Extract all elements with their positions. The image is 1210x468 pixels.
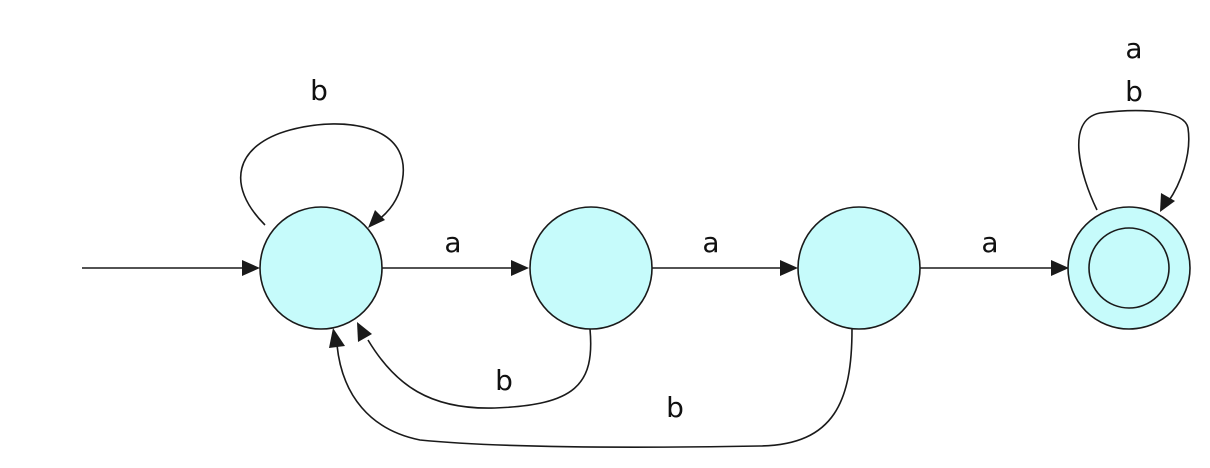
arrowhead-self-loop-s1 (368, 210, 385, 228)
arrowhead-s1-s2 (511, 260, 529, 276)
label-s4-self-1: a (1125, 32, 1142, 65)
state-4-accepting-ring (1088, 227, 1170, 309)
label-s2-s1: b (495, 364, 513, 397)
label-s2-s3: a (702, 226, 719, 259)
edge-s2-s1 (367, 328, 592, 409)
label-s1-s2: a (444, 226, 461, 259)
label-s3-s1: b (666, 391, 684, 424)
label-s4-self-2: b (1125, 75, 1143, 108)
arrowhead-s2-s3 (780, 260, 798, 276)
arrowhead-initial (242, 260, 260, 276)
arrowhead-s3-s1 (329, 328, 345, 348)
state-4 (1067, 206, 1191, 330)
state-3 (797, 206, 921, 330)
edge-s3-s1 (336, 328, 853, 448)
state-1 (259, 206, 383, 330)
self-loop-s1 (239, 123, 405, 226)
state-2 (529, 206, 653, 330)
arrowhead-s2-s1 (357, 322, 372, 342)
arrowhead-s3-s4 (1051, 260, 1069, 276)
label-s1-self: b (310, 74, 328, 107)
arrowhead-self-loop-s4 (1160, 193, 1175, 212)
self-loop-s4 (1078, 109, 1190, 211)
label-s3-s4: a (981, 226, 998, 259)
